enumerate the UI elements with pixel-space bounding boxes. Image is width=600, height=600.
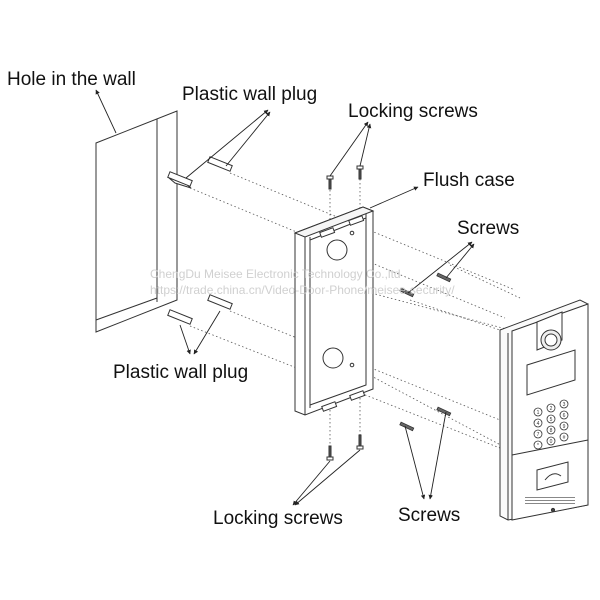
leader-lines: [95, 89, 475, 506]
label-plastic-wall-plug-top: Plastic wall plug: [182, 84, 318, 105]
label-hole-in-wall: Hole in the wall: [7, 69, 136, 90]
locking-screws-top: [326, 165, 364, 190]
wall-plug-1: [167, 171, 193, 189]
wall-plug-3: [167, 309, 193, 325]
keypad-key: 8: [546, 425, 556, 435]
wall-plug-2: [207, 156, 233, 172]
keypad-key-label: 9: [563, 424, 566, 430]
locking-screws-bottom: [326, 434, 364, 461]
keypad-key: 9: [559, 421, 569, 431]
keypad-key: 1: [533, 407, 543, 417]
watermark-company: ChengDu Meisee Electronic Technology Co.…: [150, 267, 401, 281]
keypad-key-label: 3: [563, 402, 566, 408]
door-phone-panel: [499, 299, 589, 521]
keypad-key: #: [559, 432, 569, 442]
keypad-key-label: 1: [537, 410, 540, 416]
screws-right: [399, 272, 452, 432]
keypad-key-label: 6: [563, 413, 566, 419]
keypad-key-label: 8: [550, 428, 553, 434]
keypad-key: 3: [559, 399, 569, 409]
keypad-key-label: 2: [550, 406, 553, 412]
keypad: 1 2 3 4 5 6 7 8 9 * 0 #: [533, 399, 569, 450]
keypad-key: 0: [546, 436, 556, 446]
watermark-url: https://trade.china.cn/Video-Door-Phone/…: [150, 283, 455, 297]
plastic-wall-plugs: [167, 156, 233, 325]
keypad-key-label: #: [563, 435, 566, 441]
keypad-key-label: 7: [537, 432, 540, 438]
label-locking-screws-top: Locking screws: [348, 101, 478, 122]
keypad-key: 6: [559, 410, 569, 420]
keypad-key-label: *: [537, 443, 539, 449]
keypad-key: 7: [533, 429, 543, 439]
keypad-key: 4: [533, 418, 543, 428]
wall-hole: [95, 110, 178, 333]
keypad-key: 5: [546, 414, 556, 424]
label-plastic-wall-plug-bottom: Plastic wall plug: [113, 362, 249, 383]
keypad-key-label: 5: [550, 417, 553, 423]
flush-case: [293, 206, 375, 416]
keypad-key: *: [533, 440, 543, 450]
keypad-key-label: 4: [537, 421, 540, 427]
wall-plug-4: [207, 294, 233, 310]
speaker-grille: [525, 497, 575, 504]
keypad-key-label: 0: [550, 439, 553, 445]
label-locking-screws-bottom: Locking screws: [213, 508, 343, 529]
label-flush-case: Flush case: [423, 170, 515, 191]
label-screws-bottom: Screws: [398, 505, 461, 526]
label-screws-right: Screws: [457, 218, 520, 239]
keypad-key: 2: [546, 403, 556, 413]
